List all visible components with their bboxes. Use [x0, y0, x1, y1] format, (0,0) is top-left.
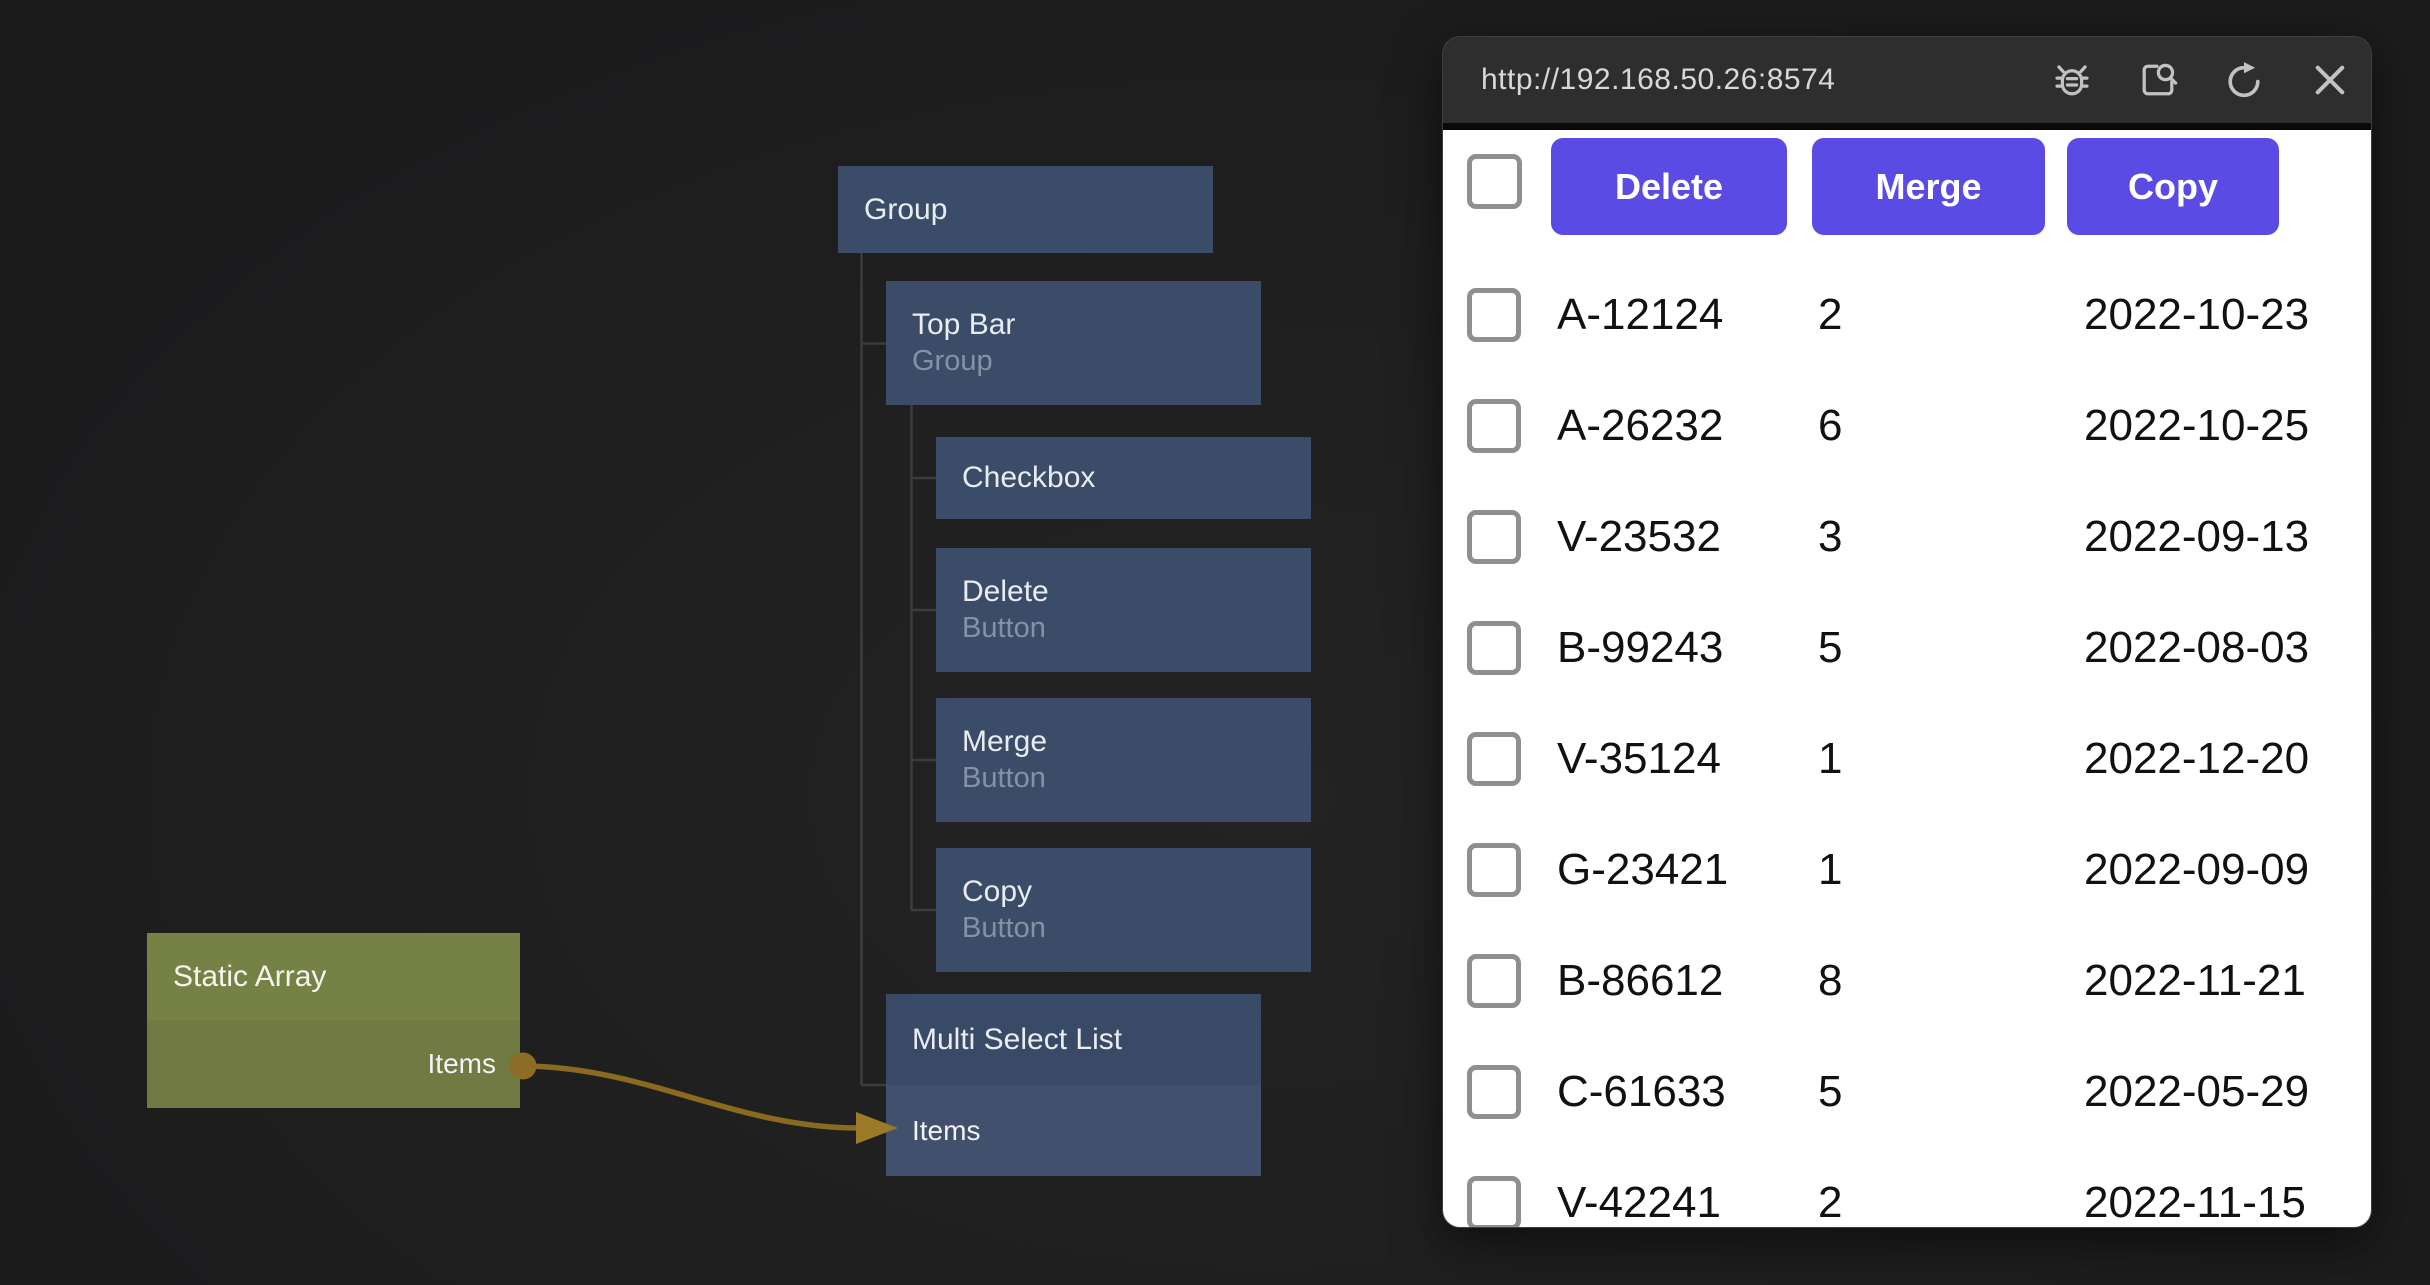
node-header: Static Array	[147, 933, 520, 1020]
node-subtitle: Button	[962, 911, 1046, 944]
row-date: 2022-10-23	[2084, 290, 2310, 339]
row-qty: 3	[1818, 512, 1843, 561]
select-all-checkbox[interactable]	[1467, 154, 1522, 209]
node-multi-select-list[interactable]: Multi Select List Items	[886, 994, 1261, 1176]
row-id: V-35124	[1557, 734, 1721, 783]
row-qty: 6	[1818, 401, 1843, 450]
row-date: 2022-05-29	[2084, 1067, 2310, 1116]
merge-button[interactable]: Merge	[1812, 138, 2045, 235]
node-subtitle: Button	[962, 611, 1046, 644]
row-checkbox[interactable]	[1467, 510, 1521, 564]
node-static-array[interactable]: Static Array Items	[147, 933, 520, 1108]
row-checkbox[interactable]	[1467, 954, 1521, 1008]
row-date: 2022-09-09	[2084, 845, 2310, 894]
node-title: Multi Select List	[912, 1022, 1123, 1056]
row-qty: 8	[1818, 956, 1843, 1005]
table-row: V-42241 2 2022-11-15	[1443, 1175, 2371, 1227]
row-id: B-99243	[1557, 623, 1724, 672]
row-id: A-26232	[1557, 401, 1724, 450]
row-id: V-23532	[1557, 512, 1721, 561]
table-row: V-35124 1 2022-12-20	[1443, 731, 2371, 787]
row-qty: 5	[1818, 623, 1843, 672]
node-title: Delete	[962, 574, 1049, 608]
node-checkbox[interactable]: Checkbox	[936, 437, 1311, 519]
row-id: B-86612	[1557, 956, 1724, 1005]
table-row: G-23421 1 2022-09-09	[1443, 842, 2371, 898]
row-qty: 2	[1818, 1178, 1843, 1227]
titlebar-icons	[2049, 57, 2353, 103]
row-checkbox[interactable]	[1467, 399, 1521, 453]
inspect-icon[interactable]	[2135, 57, 2181, 103]
row-qty: 1	[1818, 845, 1843, 894]
node-header: Multi Select List	[886, 994, 1261, 1085]
node-subtitle: Group	[912, 344, 993, 377]
output-port-label-items[interactable]: Items	[427, 1048, 496, 1079]
table-row: B-99243 5 2022-08-03	[1443, 620, 2371, 676]
delete-button[interactable]: Delete	[1551, 138, 1787, 235]
node-title: Group	[864, 192, 948, 226]
node-group[interactable]: Group	[838, 166, 1213, 253]
table-row: A-26232 6 2022-10-25	[1443, 398, 2371, 454]
node-port-row: Items	[886, 1085, 1261, 1176]
node-merge-button[interactable]: Merge Button	[936, 698, 1311, 822]
node-title: Checkbox	[962, 461, 1096, 494]
row-date: 2022-10-25	[2084, 401, 2310, 450]
row-id: C-61633	[1557, 1067, 1726, 1116]
preview-content: Delete Merge Copy A-12124 2 2022-10-23 A…	[1443, 130, 2371, 1227]
row-checkbox[interactable]	[1467, 1176, 1521, 1227]
row-qty: 1	[1818, 734, 1843, 783]
row-date: 2022-12-20	[2084, 734, 2310, 783]
row-checkbox[interactable]	[1467, 732, 1521, 786]
row-checkbox[interactable]	[1467, 843, 1521, 897]
node-top-bar[interactable]: Top Bar Group	[886, 281, 1261, 405]
copy-button[interactable]: Copy	[2067, 138, 2279, 235]
node-copy-button[interactable]: Copy Button	[936, 848, 1311, 972]
row-date: 2022-08-03	[2084, 623, 2310, 672]
row-id: V-42241	[1557, 1178, 1721, 1227]
preview-window: http://192.168.50.26:8574	[1442, 36, 2372, 1228]
row-qty: 2	[1818, 290, 1843, 339]
wire-static-array-to-multi-select	[520, 1063, 859, 1131]
row-date: 2022-11-15	[2084, 1178, 2306, 1227]
table-row: A-12124 2 2022-10-23	[1443, 287, 2371, 343]
titlebar-separator	[1443, 123, 2371, 130]
row-date: 2022-11-21	[2084, 956, 2306, 1005]
node-title: Static Array	[173, 959, 327, 993]
table-row: B-86612 8 2022-11-21	[1443, 953, 2371, 1009]
node-subtitle: Button	[962, 761, 1046, 794]
input-port-label-items[interactable]: Items	[912, 1114, 981, 1146]
node-port-row: Items	[147, 1020, 520, 1108]
table-row: C-61633 5 2022-05-29	[1443, 1064, 2371, 1120]
preview-titlebar[interactable]: http://192.168.50.26:8574	[1443, 37, 2371, 123]
debug-icon[interactable]	[2049, 57, 2095, 103]
row-id: G-23421	[1557, 845, 1729, 894]
row-checkbox[interactable]	[1467, 288, 1521, 342]
row-qty: 5	[1818, 1067, 1843, 1116]
node-title: Copy	[962, 874, 1033, 908]
node-title: Top Bar	[912, 307, 1016, 341]
row-checkbox[interactable]	[1467, 621, 1521, 675]
row-id: A-12124	[1557, 290, 1724, 339]
node-title: Merge	[962, 724, 1048, 758]
refresh-icon[interactable]	[2221, 57, 2267, 103]
row-checkbox[interactable]	[1467, 1065, 1521, 1119]
url-text: http://192.168.50.26:8574	[1481, 63, 1836, 96]
close-icon[interactable]	[2307, 57, 2353, 103]
node-delete-button[interactable]: Delete Button	[936, 548, 1311, 672]
row-date: 2022-09-13	[2084, 512, 2310, 561]
table-row: V-23532 3 2022-09-13	[1443, 509, 2371, 565]
